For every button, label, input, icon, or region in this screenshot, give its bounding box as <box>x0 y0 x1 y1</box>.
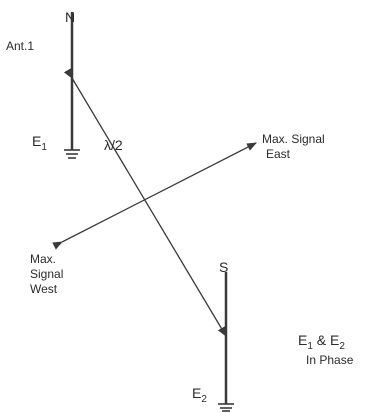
antenna-2-top-label: S <box>219 259 228 275</box>
in-phase-note-line1: E1 & E2 <box>298 332 345 352</box>
antenna-2-ground-label: E2 <box>192 385 207 405</box>
antenna-1-ground-label: E1 <box>32 133 47 153</box>
half-wave-spacing-line <box>63 68 227 337</box>
in-phase-note-line2: In Phase <box>306 353 354 367</box>
max-signal-west-label: Max. Signal West <box>30 252 67 296</box>
antenna-1-name: Ant.1 <box>6 39 34 53</box>
antenna-1-ground-icon <box>64 149 80 159</box>
max-signal-direction-line <box>52 142 257 250</box>
half-wave-spacing-label: λ/2 <box>104 137 123 153</box>
antenna-2-ground-icon <box>218 403 234 412</box>
max-signal-east-label: Max. Signal East <box>262 132 328 161</box>
antenna-1-top-label: N <box>65 9 75 25</box>
